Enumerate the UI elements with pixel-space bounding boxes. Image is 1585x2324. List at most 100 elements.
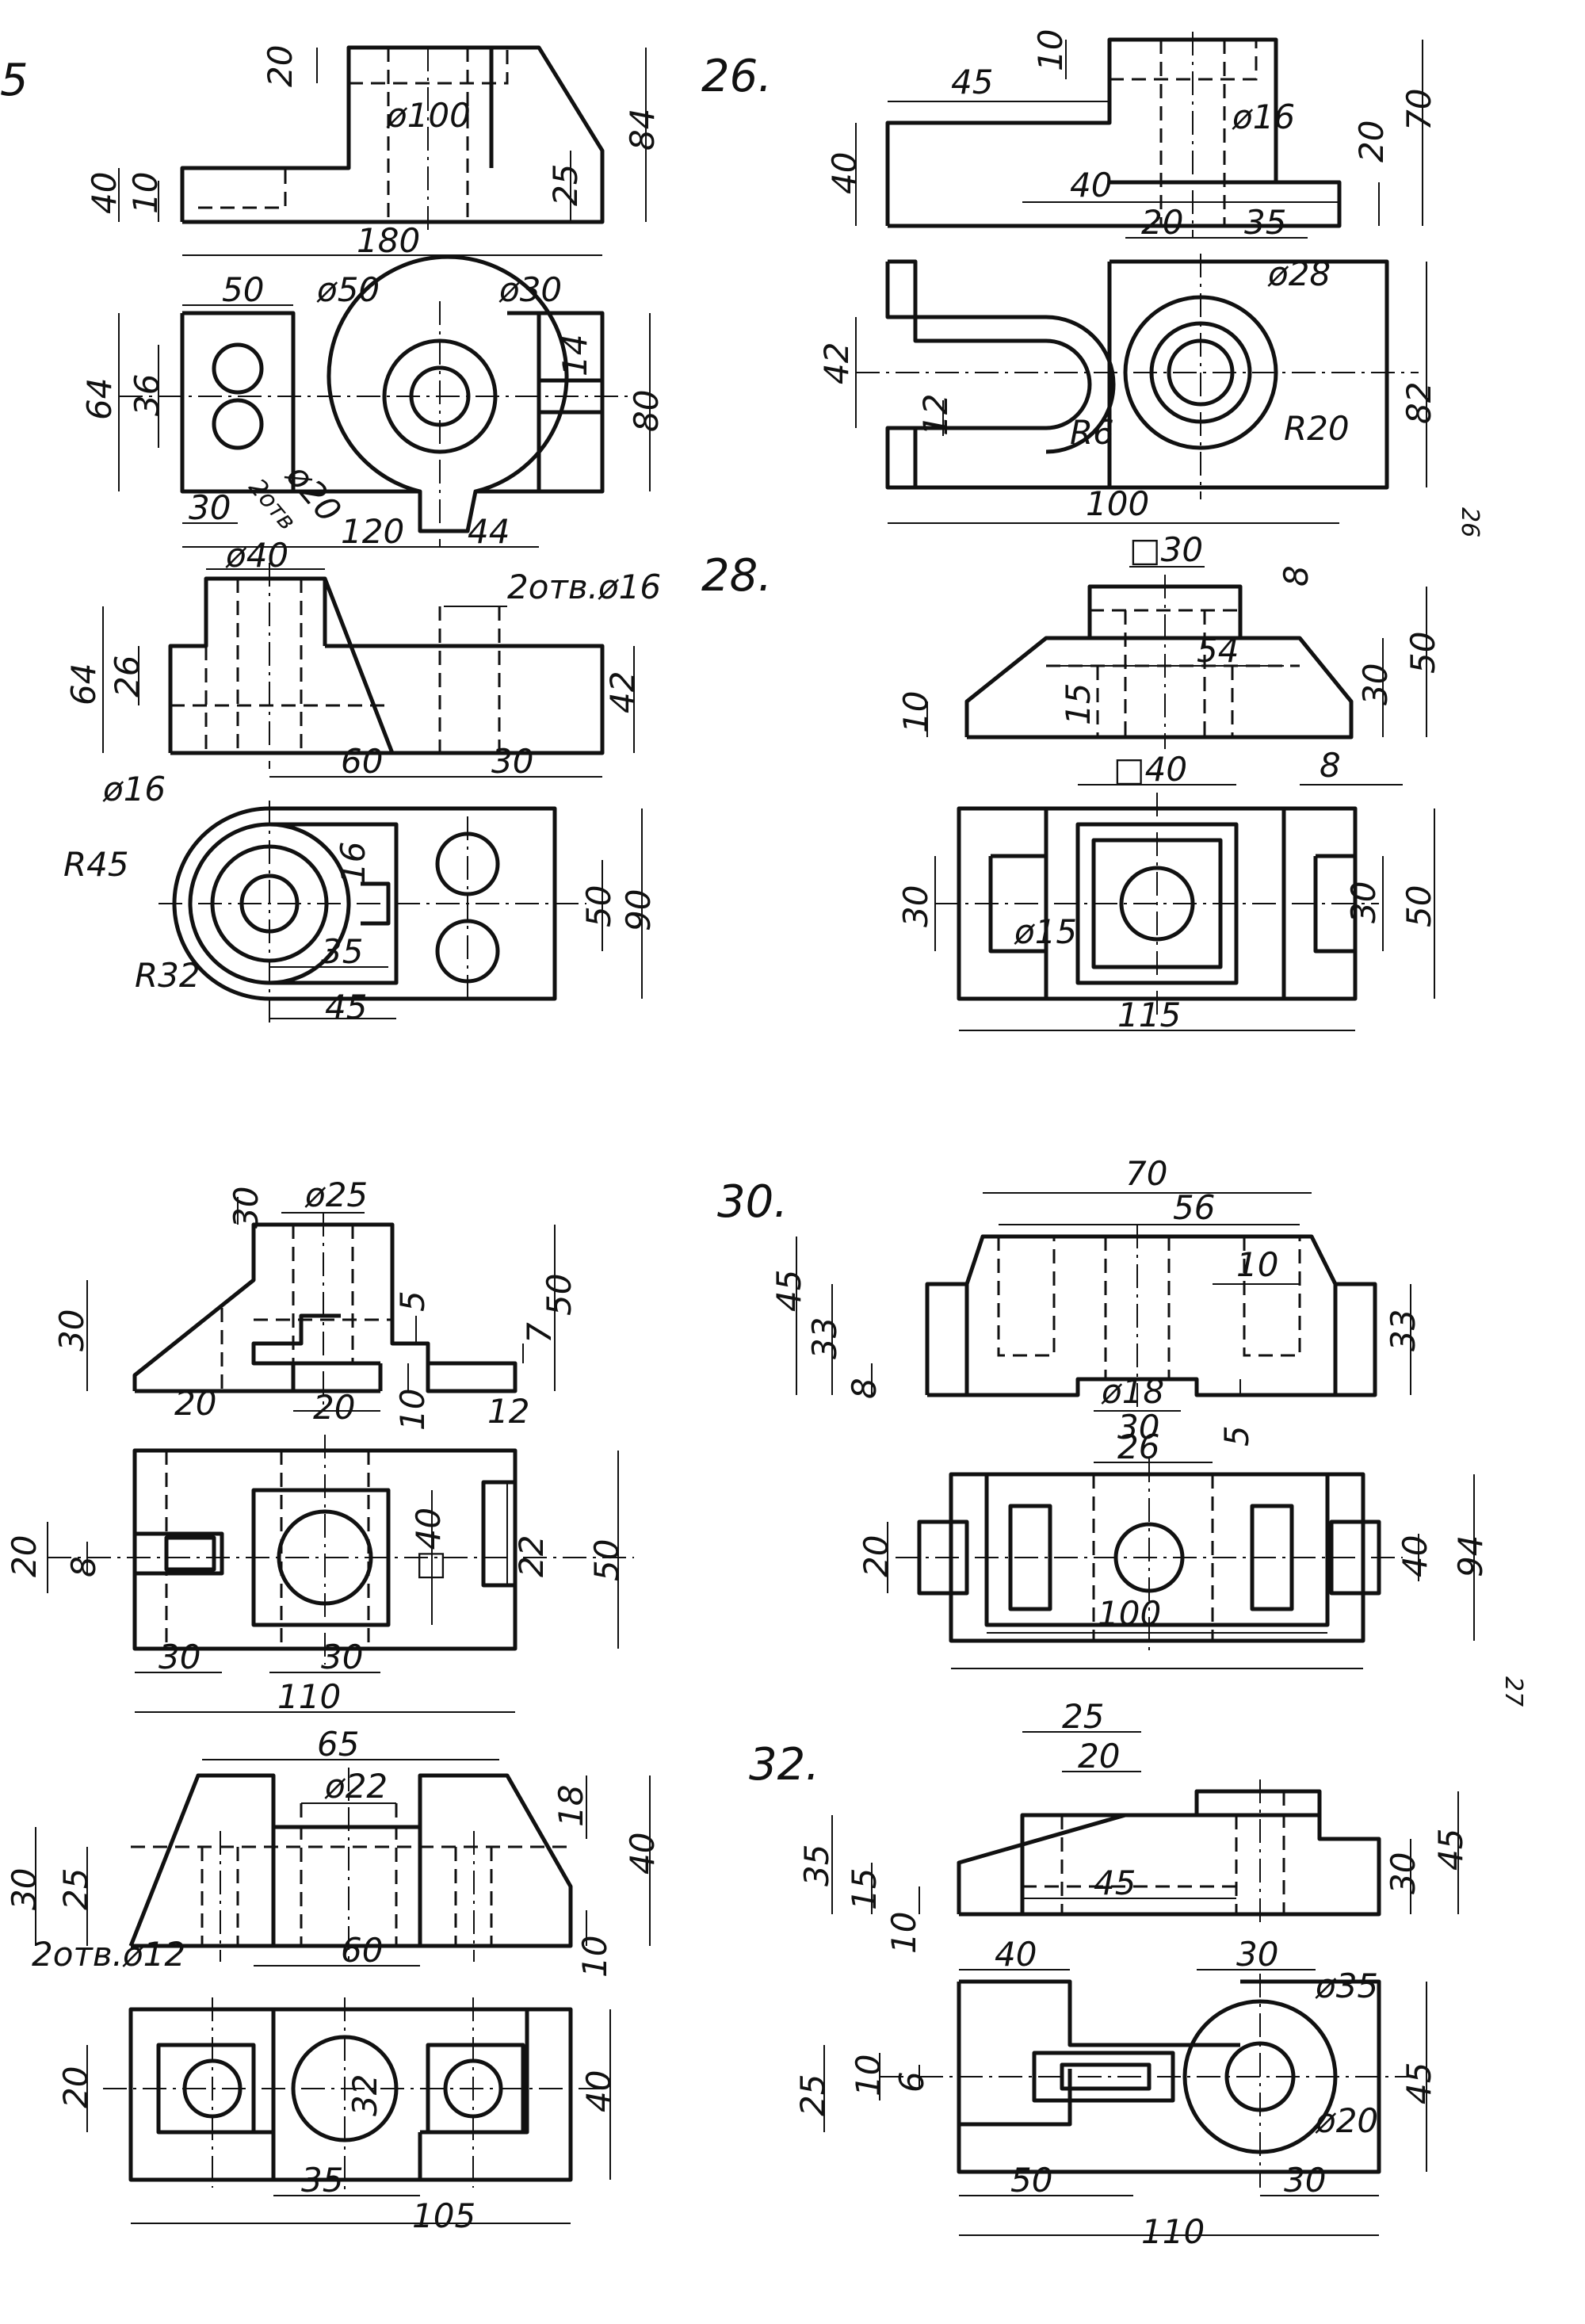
dimension-label: 40 <box>995 1935 1037 1974</box>
dimension-label: 65 <box>317 1725 359 1764</box>
dimension-label: ø18 <box>1101 1372 1164 1411</box>
dimension-label: 40 <box>85 172 124 214</box>
problem-29: 30 ø25 30 5 50 7 20 20 10 12 <box>5 1175 634 1716</box>
dimension-label: 15 <box>845 1868 884 1910</box>
front-view: 10 45 ø16 70 40 20 40 <box>825 29 1438 238</box>
dimension-label: 20 <box>1078 1737 1120 1775</box>
front-view: □30 8 54 30 50 10 15 <box>896 530 1442 749</box>
problem-28: 28. □30 8 54 30 50 10 15 <box>701 530 1442 1034</box>
problem-27: ø40 2отв.ø16 64 26 42 60 30 ø16 <box>63 536 661 1026</box>
dimension-label: 20 <box>1352 120 1391 162</box>
dimension-label: 8 <box>1320 746 1341 785</box>
dimension-label: 35 <box>321 932 363 971</box>
dimension-label: 6 <box>892 2071 931 2093</box>
dimension-label: 22 <box>512 1535 551 1577</box>
dimension-label: ø15 <box>1014 912 1077 951</box>
dimension-label: R45 <box>63 845 129 884</box>
front-view: 65 ø22 18 30 25 40 2отв.ø12 60 10 <box>5 1725 662 1978</box>
dimension-label: 10 <box>884 1912 923 1954</box>
dimension-label: ø16 <box>102 770 166 808</box>
dimension-label: 20 <box>56 2066 95 2108</box>
dimension-label: 30 <box>1344 881 1383 923</box>
dimension-label: 50 <box>1404 632 1442 674</box>
dimension-label: 110 <box>1141 2212 1205 2251</box>
dimension-label: 25 <box>56 1868 95 1910</box>
dimension-label: 2отв.ø16 <box>507 568 661 606</box>
dimension-label: ø16 <box>1232 97 1295 136</box>
dimension-label: 30 <box>1117 1408 1159 1447</box>
dimension-label: 50 <box>587 1539 626 1581</box>
dimension-label: □40 <box>1113 750 1187 789</box>
dimension-label: 32 <box>346 2074 384 2116</box>
dimension-label: 8 <box>1277 565 1316 587</box>
top-view: ø16 R45 16 50 90 35 R32 45 <box>63 770 658 1026</box>
dimension-label: 10 <box>393 1389 432 1431</box>
dimension-label: 12 <box>487 1392 529 1431</box>
dimension-label: 50 <box>1400 885 1438 927</box>
dimension-label: 35 <box>797 1844 836 1886</box>
dimension-label: 15 <box>1059 683 1098 725</box>
dimension-label: 30 <box>1384 1852 1423 1894</box>
dimension-label: 5 <box>1217 1425 1256 1447</box>
dimension-label: R32 <box>135 956 201 995</box>
dimension-label: 90 <box>619 889 658 931</box>
top-view: 20 32 40 35 105 <box>56 1997 618 2235</box>
dimension-label: 60 <box>341 742 383 781</box>
dimension-label: 20 <box>5 1535 44 1577</box>
page-number-26: 26 <box>1456 507 1484 537</box>
dimension-label: 100 <box>1098 1594 1161 1633</box>
top-view: 40 30 ø35 25 10 6 45 ø20 50 110 30 <box>793 1935 1438 2251</box>
dimension-label: ø30 <box>498 270 562 309</box>
front-view: 70 56 45 10 33 33 8 ø18 30 5 <box>770 1154 1423 1447</box>
dimension-label: 45 <box>325 988 367 1026</box>
dimension-label: 40 <box>825 152 864 194</box>
dimension-label: 60 <box>341 1931 383 1970</box>
dimension-label: 8 <box>845 1378 884 1399</box>
dimension-label: 40 <box>623 1833 662 1875</box>
dimension-label: 44 <box>468 512 510 551</box>
dimension-label: 56 <box>1173 1188 1215 1227</box>
dimension-label: 33 <box>805 1317 844 1359</box>
dimension-label: 45 <box>1400 2062 1438 2104</box>
dimension-label: 20 <box>313 1388 355 1427</box>
dimension-label: ø28 <box>1267 254 1331 293</box>
top-view: 26 20 40 94 100 <box>857 1428 1490 1669</box>
dimension-label: 5 <box>393 1290 432 1312</box>
dimension-label: 25 <box>546 164 585 206</box>
dimension-label: 30 <box>5 1868 44 1910</box>
dimension-label: 16 <box>334 842 372 884</box>
dimension-label: 10 <box>1031 29 1070 71</box>
problem-31: 65 ø22 18 30 25 40 2отв.ø12 60 10 <box>5 1725 662 2235</box>
dimension-label: 20 <box>261 45 300 87</box>
dimension-label: 36 <box>128 374 166 416</box>
dimension-label: 50 <box>1010 2161 1052 2200</box>
dimension-label: 50 <box>540 1274 579 1316</box>
dimension-label: 64 <box>64 663 103 705</box>
front-view: 25 20 35 15 45 30 45 10 <box>797 1697 1470 1954</box>
top-view: 50 ø50 ø30 64 36 14 80 30 2отв ø20 120 4… <box>80 254 666 551</box>
problem-26: 26. 10 45 ø16 70 40 20 40 <box>701 29 1484 538</box>
dimension-label: ø20 <box>1315 2101 1378 2140</box>
dimension-label: 10 <box>896 691 935 733</box>
dimension-label: 8 <box>64 1556 103 1577</box>
dimension-label: 20 <box>174 1384 216 1423</box>
dimension-label: 105 <box>412 2196 476 2235</box>
dimension-label: 35 <box>1244 203 1286 242</box>
dimension-label: 42 <box>603 671 642 713</box>
dimension-label: 30 <box>158 1638 201 1676</box>
dimension-label: 110 <box>277 1677 341 1716</box>
dimension-label: 20 <box>857 1535 896 1577</box>
dimension-label: 10 <box>575 1936 614 1978</box>
dimension-label: ø50 <box>316 270 380 309</box>
dimension-label: 14 <box>556 334 594 377</box>
problem-number: 30. <box>717 1176 788 1228</box>
problem-32: 32. 25 20 35 15 45 30 45 10 <box>749 1697 1470 2251</box>
dimension-label: 25 <box>1062 1697 1104 1736</box>
front-view: ø40 2отв.ø16 64 26 42 60 30 <box>64 536 661 781</box>
dimension-label: □40 <box>409 1508 448 1581</box>
dimension-label: 40 <box>579 2070 618 2112</box>
dimension-label: R20 <box>1284 409 1350 448</box>
top-view: □40 8 30 30 50 ø15 115 <box>896 746 1438 1034</box>
problem-number: 5 <box>0 55 29 106</box>
